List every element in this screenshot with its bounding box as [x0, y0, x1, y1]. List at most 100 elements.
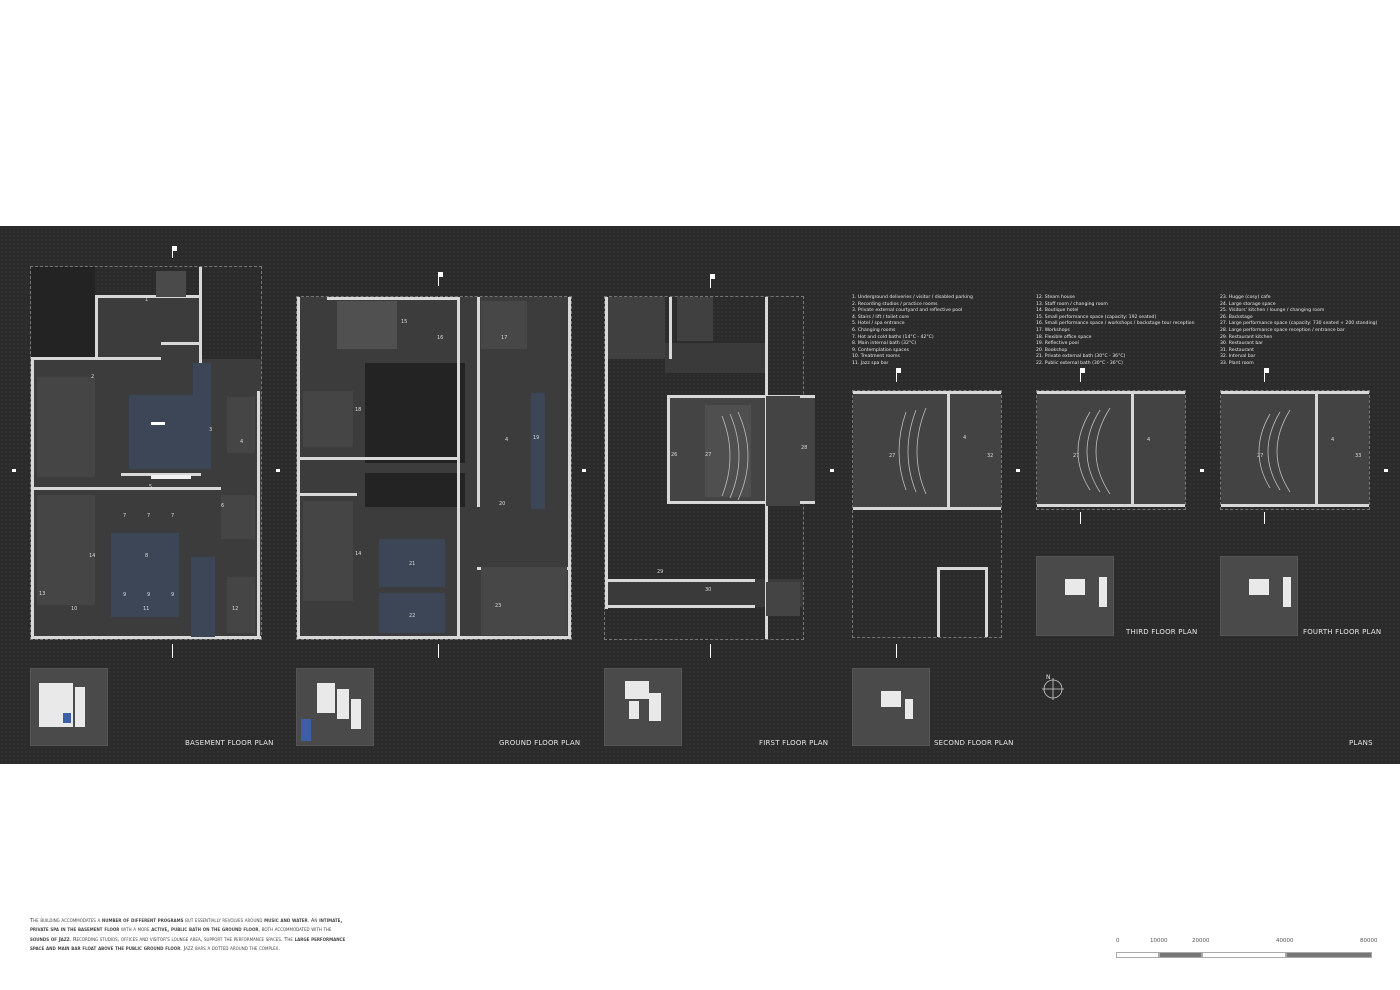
room-number: 15 [401, 319, 408, 325]
room-number: 27 [1257, 453, 1264, 459]
scale-bar: 0 10000 20000 40000 80000 [1116, 938, 1378, 962]
plan-label-first: FIRST FLOOR PLAN [759, 739, 829, 747]
site-plan-first [604, 668, 682, 746]
room-number: 33 [1355, 453, 1362, 459]
basement-plan: 1 2 3 4 5 6 7 7 7 8 9 9 9 10 11 12 13 14 [30, 266, 262, 640]
legend-item: 32. Interval bar [1220, 354, 1256, 360]
legend-item: 18. Flexible office space [1036, 334, 1092, 340]
room-number: 4 [1331, 437, 1335, 443]
room-number: 22 [409, 613, 416, 619]
legend-item: 33. Plant room [1220, 360, 1254, 366]
legend-item: 5. Hotel / spa entrance [852, 321, 905, 327]
legend-item: 16. Small performance space / workshops … [1036, 321, 1195, 327]
legend-item: 28. Large performance space reception / … [1220, 327, 1345, 333]
legend-item: 11. Jazz spa bar [852, 360, 889, 366]
second-plan: 27 32 4 [852, 390, 1002, 638]
room-number: 4 [505, 437, 509, 443]
room-number: 1 [145, 297, 149, 303]
legend-item: 23. Hugge (cosy) cafe [1220, 295, 1271, 300]
room-number: 4 [1147, 437, 1151, 443]
fourth-plan: 27 33 4 [1220, 390, 1370, 510]
room-number: 7 [171, 513, 175, 519]
plan-label-third: THIRD FLOOR PLAN [1126, 628, 1198, 636]
legend-item: 8. Main internal bath (32°C) [852, 341, 917, 347]
legend-item: 10. Treatment rooms [852, 354, 900, 360]
ground-plan: 15 16 17 18 19 20 21 22 23 14 4 [296, 296, 572, 640]
room-number: 32 [987, 453, 994, 459]
site-plan-basement [30, 668, 108, 746]
legend-item: 13. Staff room / changing room [1036, 301, 1108, 307]
scale-tick: 40000 [1276, 938, 1294, 944]
room-number: 19 [533, 435, 540, 441]
legend-item: 6. Changing rooms [852, 327, 896, 333]
room-number: 11 [143, 606, 150, 612]
legend-item: 24. Large storage space [1220, 301, 1276, 307]
room-number: 20 [499, 501, 506, 507]
legend-column-3: 23. Hugge (cosy) cafe 24. Large storage … [1220, 295, 1377, 368]
legend-item: 19. Reflective pool [1036, 341, 1079, 347]
room-number: 13 [39, 591, 46, 597]
room-number: 10 [71, 606, 78, 612]
room-number: 12 [232, 606, 239, 612]
legend-item: 31. Restaurant [1220, 347, 1254, 353]
legend-item: 30. Restaurant bar [1220, 341, 1263, 347]
legend-item: 3. Private external courtyard and reflec… [852, 308, 963, 314]
plan-label-second: SECOND FLOOR PLAN [934, 739, 1014, 747]
room-number: 4 [963, 435, 967, 441]
room-number: 17 [501, 335, 508, 341]
room-number: 27 [705, 452, 712, 458]
room-number: 16 [437, 335, 444, 341]
legend-item: 26. Backstage [1220, 314, 1253, 320]
room-number: 30 [705, 587, 712, 593]
site-plan-second [852, 668, 930, 746]
plan-label-basement: BASEMENT FLOOR PLAN [185, 739, 274, 747]
legend-item: 7. Hot and cold baths (14°C - 42°C) [852, 334, 934, 340]
room-number: 7 [147, 513, 151, 519]
auditorium-seating [721, 407, 1291, 501]
legend-item: 14. Boutique hotel [1036, 308, 1079, 314]
drawing-sheet: 1 2 3 4 5 6 7 7 7 8 9 9 9 10 11 12 13 14 [0, 226, 1400, 764]
legend-item: 29. Restaurant kitchen [1220, 334, 1273, 340]
legend-item: 15. Small performance space (capacity: 1… [1036, 314, 1157, 320]
site-plan-fourth [1220, 556, 1298, 636]
room-number: 5 [149, 484, 153, 490]
project-description: The building accommodates a number of di… [30, 918, 346, 953]
legend-column-1: 1. Underground deliveries / visitor / di… [852, 295, 973, 368]
third-plan: 27 4 [1036, 390, 1186, 510]
site-plan-third [1036, 556, 1114, 636]
scale-tick: 80000 [1360, 938, 1378, 944]
room-number: 8 [145, 553, 149, 559]
room-number: 18 [355, 407, 362, 413]
legend-item: 17. Workshops [1036, 327, 1070, 333]
legend-column-2: 12. Steam house 13. Staff room / changin… [1036, 295, 1195, 368]
room-number: 9 [171, 592, 175, 598]
north-label: N [1046, 674, 1051, 681]
plan-label-fourth: FOURTH FLOOR PLAN [1303, 628, 1382, 636]
room-number: 3 [209, 427, 213, 433]
legend-item: 4. Stairs / lift / toilet core [852, 314, 909, 320]
scale-tick: 0 [1116, 938, 1120, 944]
sheet-title: PLANS [1349, 739, 1373, 747]
legend-item: 21. Private external bath (30°C - 36°C) [1036, 354, 1126, 360]
legend-item: 1. Underground deliveries / visitor / di… [852, 295, 973, 300]
legend-item: 20. Bookshop [1036, 347, 1068, 353]
north-arrow-icon: N [1040, 674, 1066, 700]
plan-label-ground: GROUND FLOOR PLAN [499, 739, 581, 747]
room-number: 4 [240, 439, 244, 445]
legend-item: 9. Contemplation spaces [852, 347, 910, 353]
legend-item: 22. Public external bath (30°C - 36°C) [1036, 360, 1123, 366]
legend-item: 27. Large performance space (capacity: 7… [1220, 321, 1378, 327]
room-number: 14 [355, 551, 362, 557]
site-plan-ground [296, 668, 374, 746]
room-number: 28 [801, 445, 808, 451]
legend-item: 2. Recording studios / practice rooms [852, 301, 938, 307]
scale-tick: 20000 [1192, 938, 1210, 944]
first-plan-wing [766, 302, 802, 638]
room-number: 9 [123, 592, 127, 598]
room-number: 23 [495, 603, 502, 609]
legend-item: 25. Visitors' kitchen / lounge / changin… [1220, 308, 1325, 314]
room-number: 2 [91, 374, 95, 380]
scale-tick: 10000 [1150, 938, 1168, 944]
room-number: 7 [123, 513, 127, 519]
room-number: 26 [671, 452, 678, 458]
